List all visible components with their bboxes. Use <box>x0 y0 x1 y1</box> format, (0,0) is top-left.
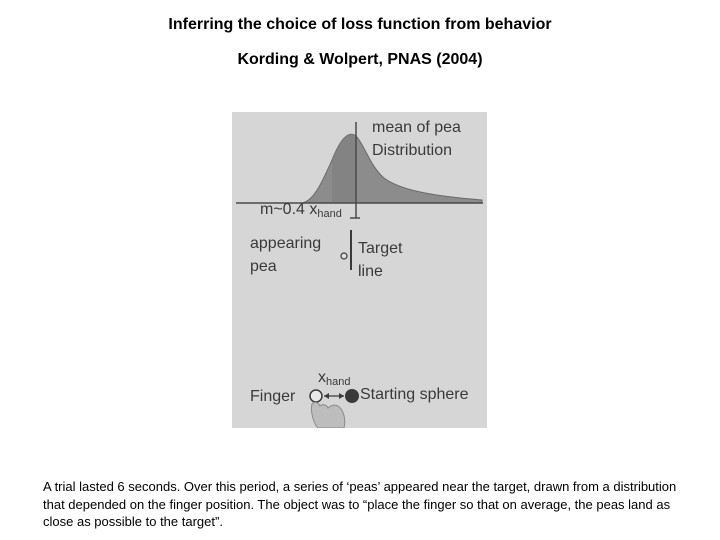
starting-sphere <box>345 389 359 403</box>
label-m-sub: hand <box>317 208 342 220</box>
label-mean-of-pea: mean of pea <box>372 119 461 136</box>
figure-drawing <box>236 122 483 428</box>
pea-distribution-curve <box>238 133 483 204</box>
slide-title: Inferring the choice of loss function fr… <box>168 16 552 33</box>
label-pea: pea <box>250 258 277 275</box>
label-x-sub: hand <box>326 376 351 388</box>
arrow-head-left <box>324 393 329 399</box>
label-finger: Finger <box>250 388 296 405</box>
label-m-estimate: m~0.4 xhand <box>260 200 342 224</box>
experiment-figure: mean of pea Distribution m~0.4 xhand app… <box>232 112 487 428</box>
pea-distribution-shade <box>332 134 356 203</box>
label-m-prefix: m~0.4 x <box>260 201 318 218</box>
label-x-main: x <box>318 369 326 386</box>
hand-drawing <box>311 401 346 428</box>
appearing-pea <box>340 252 348 260</box>
label-starting-sphere: Starting sphere <box>360 386 469 403</box>
label-x-hand: xhand <box>318 368 350 392</box>
caption-text: A trial lasted 6 seconds. Over this peri… <box>43 479 677 529</box>
arrow-head-right <box>339 393 344 399</box>
label-appearing: appearing <box>250 235 322 252</box>
label-distribution: Distribution <box>372 142 453 159</box>
citation: Kording & Wolpert, PNAS (2004) <box>237 51 483 68</box>
label-target: Target <box>358 240 403 257</box>
label-line: line <box>358 263 383 280</box>
